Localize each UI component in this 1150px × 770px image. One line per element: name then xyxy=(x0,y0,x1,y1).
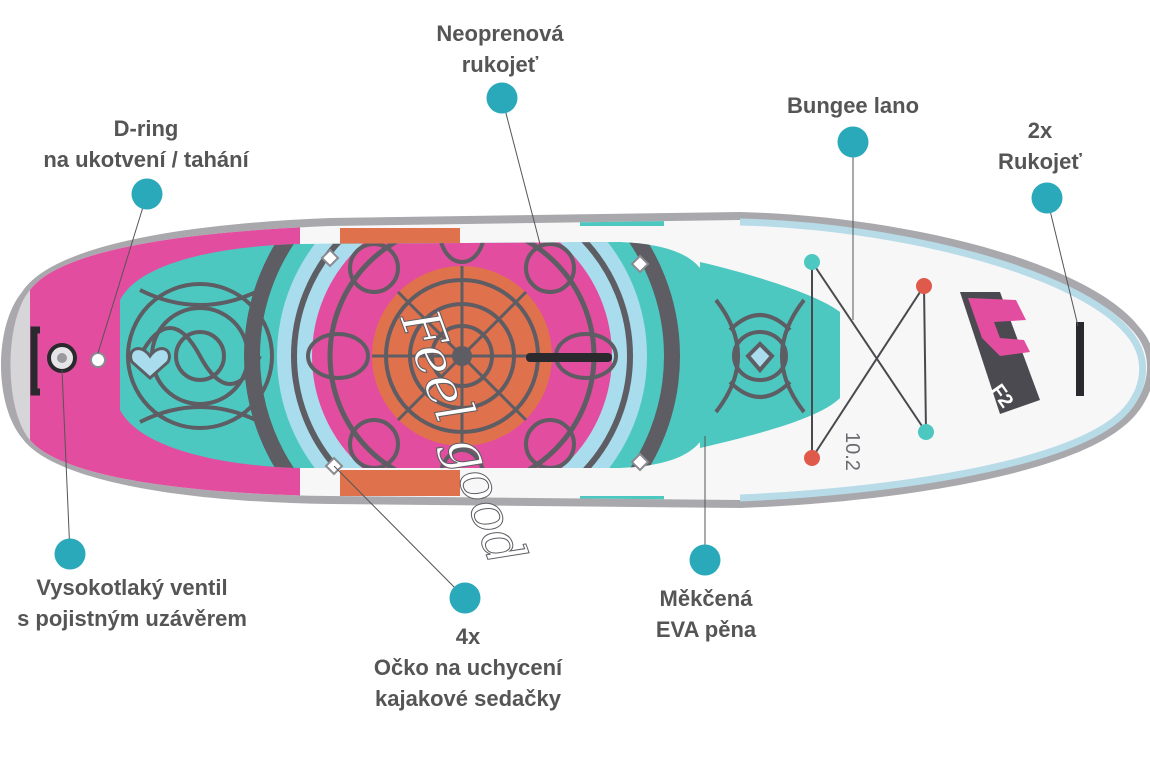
callout-dot-neoprene-handle xyxy=(486,82,518,114)
callout-line: na ukotvení / tahání xyxy=(43,147,249,172)
callout-line: EVA pěna xyxy=(655,617,757,642)
callout-dot-kayak-rings xyxy=(449,582,481,614)
callout-label-handles-2x: 2x Rukojeť xyxy=(998,115,1082,177)
callout-line: kajakové sedačky xyxy=(375,686,561,711)
callout-label-eva-foam: Měkčená EVA pěna xyxy=(656,583,756,645)
callout-line: Měkčená xyxy=(659,586,753,611)
callout-line: rukojeť xyxy=(461,52,539,77)
valve-graphic xyxy=(47,343,77,373)
heart-motif xyxy=(129,347,171,381)
d-ring-graphic xyxy=(90,352,106,368)
bungee-cord-graphic xyxy=(811,261,927,459)
tail-handle-graphic xyxy=(30,326,40,396)
callout-dot-handles-2x xyxy=(1031,182,1063,214)
callout-line: Vysokotlaký ventil xyxy=(36,575,228,600)
callout-dot-d-ring xyxy=(131,178,163,210)
brand-logo: F2 xyxy=(960,292,1040,414)
nose-handle-graphic xyxy=(1076,322,1084,396)
callout-label-d-ring: D-ring na ukotvení / tahání xyxy=(43,113,248,175)
callout-line: D-ring xyxy=(113,116,179,141)
neoprene-handle-graphic xyxy=(526,353,612,362)
nose-pattern xyxy=(714,298,806,414)
callout-label-valve: Vysokotlaký ventil s pojistným uzávěrem xyxy=(17,572,247,634)
tail-pattern xyxy=(126,282,274,430)
callout-line: 4x xyxy=(455,624,481,649)
mandala-pattern xyxy=(244,242,680,468)
callout-line: Očko na uchycení xyxy=(373,655,563,680)
bungee-anchors xyxy=(804,254,934,466)
size-text: 10.2 xyxy=(841,432,863,471)
callout-line: Bungee lano xyxy=(786,93,920,118)
callout-label-bungee: Bungee lano xyxy=(787,90,919,121)
callout-line: 2x xyxy=(1027,118,1053,143)
leader-lines xyxy=(61,97,1079,599)
callout-line: Rukojeť xyxy=(998,149,1082,174)
callout-label-kayak-rings: 4x Očko na uchycení kajakové sedačky xyxy=(374,621,562,714)
callout-dot-bungee xyxy=(837,126,869,158)
callout-line: Neoprenová xyxy=(436,21,564,46)
callout-dot-eva-foam xyxy=(689,544,721,576)
callout-dot-valve xyxy=(54,538,86,570)
callout-line: s pojistným uzávěrem xyxy=(17,606,247,631)
eva-deck-pad xyxy=(120,242,840,468)
callout-label-neoprene-handle: Neoprenová rukojeť xyxy=(436,18,563,80)
